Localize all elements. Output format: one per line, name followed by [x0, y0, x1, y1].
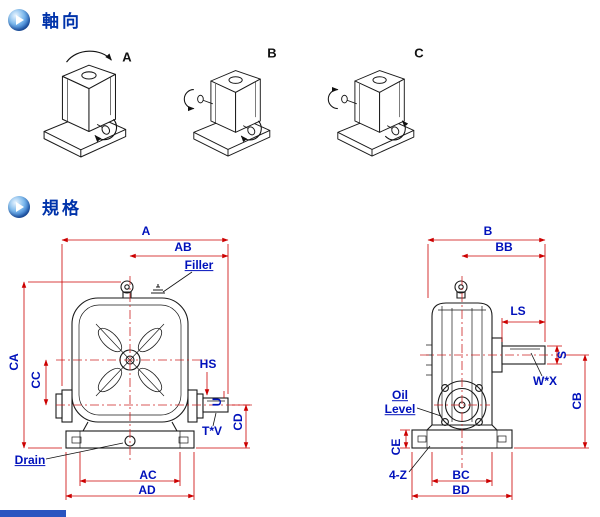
front-view-drawing	[21, 237, 252, 500]
dim-label-cd: CD	[231, 413, 246, 431]
dim-label-wx: W*X	[533, 374, 557, 389]
callout-oil-level: Oil Level	[384, 388, 416, 416]
next-section-partial-bar	[0, 510, 66, 517]
dim-label-ad: AD	[138, 483, 156, 498]
dim-label-tv: T*V	[201, 424, 223, 439]
section-title-axial: 軸向	[42, 12, 82, 31]
iso-gearbox-a	[43, 50, 127, 158]
callout-filler: Filler	[184, 258, 214, 273]
dim-label-b: B	[483, 224, 493, 239]
dim-label-cb: CB	[570, 392, 585, 410]
dim-label-u: U	[210, 397, 225, 407]
side-view-drawing	[400, 237, 589, 500]
variant-label-c: C	[414, 45, 424, 61]
dim-label-bd: BD	[452, 483, 470, 498]
variant-label-a: A	[122, 49, 132, 65]
dim-label-ls: LS	[510, 304, 526, 319]
dim-label-bc: BC	[452, 468, 470, 483]
section-bullet-icon	[8, 8, 30, 31]
callout-drain: Drain	[14, 453, 46, 468]
dim-label-ca: CA	[7, 353, 22, 371]
iso-gearbox-c	[327, 70, 415, 157]
section-header-axial: 軸向	[8, 7, 82, 32]
dim-label-a: A	[141, 224, 151, 239]
dim-label-ac: AC	[139, 468, 157, 483]
dim-label-hs: HS	[199, 357, 217, 372]
dim-label-s: S	[555, 350, 570, 360]
callout-4z: 4-Z	[389, 468, 407, 483]
dim-label-ab: AB	[174, 240, 192, 255]
section-title-spec: 規格	[42, 199, 82, 218]
dim-label-ce: CE	[389, 438, 404, 456]
section-header-spec: 規格	[8, 194, 82, 219]
iso-gearbox-b	[183, 70, 271, 157]
section-bullet-icon	[8, 195, 30, 218]
variant-label-b: B	[267, 45, 277, 61]
dim-label-cc: CC	[29, 371, 44, 389]
dim-label-bb: BB	[495, 240, 513, 255]
